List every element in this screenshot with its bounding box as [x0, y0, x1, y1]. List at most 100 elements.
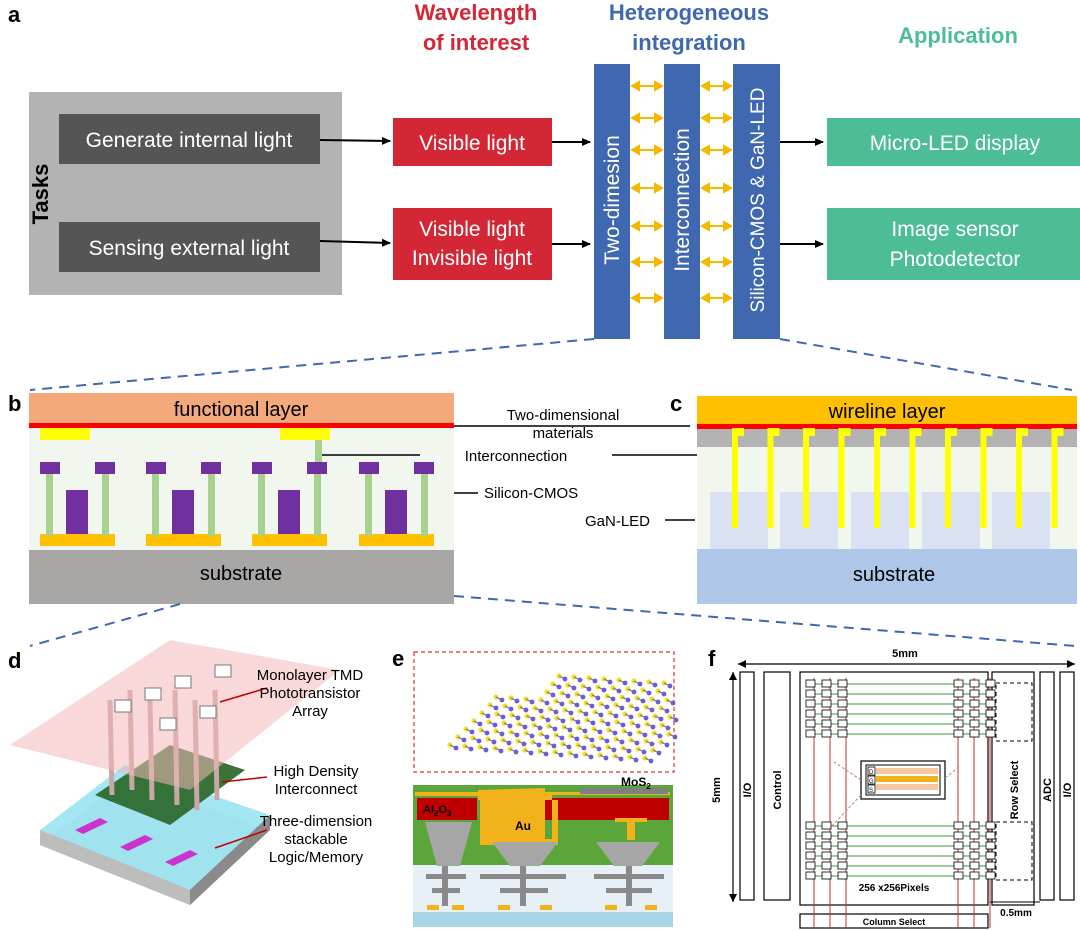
bond — [594, 711, 602, 716]
pixel-cell — [821, 729, 832, 738]
bond — [578, 727, 586, 732]
bond — [609, 712, 617, 717]
cmos-via — [152, 474, 159, 536]
pixel-cell — [837, 679, 848, 688]
bidir-arrow-head — [654, 182, 665, 194]
bond — [533, 724, 541, 729]
pixel-cell — [837, 689, 848, 698]
bidirectional-arrows — [629, 80, 734, 304]
bond — [539, 750, 547, 755]
s-pad — [867, 784, 876, 794]
plug-3 — [596, 842, 660, 866]
pixel-cell — [969, 709, 980, 718]
bond — [548, 725, 556, 730]
pixel-cell — [805, 831, 816, 840]
bidir-arrow-head — [629, 144, 640, 156]
visible-invisible-box — [393, 208, 552, 280]
panel-label-b: b — [8, 391, 21, 416]
bond — [645, 706, 653, 711]
bond — [600, 703, 608, 708]
bond — [540, 733, 548, 738]
inset-leader-2 — [829, 794, 862, 829]
micro-led-text: Micro-LED display — [870, 132, 1041, 155]
dash-b-to-d — [29, 603, 181, 647]
bond — [555, 700, 563, 705]
bond — [633, 680, 641, 685]
bar-si-gan-text: Silicon-CMOS & GaN-LED — [748, 88, 769, 313]
bidir-arrow-head — [654, 256, 665, 268]
cmos-via — [208, 474, 215, 536]
bond — [630, 705, 638, 710]
inset-leader-1 — [833, 761, 862, 781]
micro-led-box — [827, 118, 1080, 166]
pixel-cell — [821, 861, 832, 870]
bond — [449, 744, 457, 749]
bidir-arrow-head — [699, 182, 710, 194]
control-block — [763, 671, 791, 901]
cmos-via — [46, 474, 53, 536]
gan-wire — [803, 428, 815, 528]
task-generate-text: Generate internal light — [86, 129, 293, 152]
bond — [599, 754, 607, 759]
substrate-c-text: substrate — [853, 564, 935, 586]
d-label: D — [869, 770, 874, 776]
visible-light-box — [393, 118, 552, 166]
pixel-cell — [805, 699, 816, 708]
pixel-cell — [985, 729, 996, 738]
pixel-cell — [985, 831, 996, 840]
cmos-contact — [307, 462, 327, 474]
bond — [569, 752, 577, 757]
bond — [532, 741, 540, 746]
bond — [657, 690, 665, 695]
s-label: S — [869, 788, 873, 794]
dash-b-to-f — [453, 595, 1076, 647]
pixel-cell — [805, 821, 816, 830]
io-left-block — [739, 671, 755, 901]
bond — [503, 722, 511, 727]
bond — [562, 743, 570, 748]
dash-right — [779, 338, 1073, 391]
bidir-arrow-head — [723, 112, 734, 124]
panel-e: e Al2O3 — [392, 646, 679, 927]
pixel-cell — [985, 841, 996, 850]
bond — [666, 699, 674, 704]
pixel-cell — [985, 709, 996, 718]
bond — [607, 746, 615, 751]
wireline-layer — [697, 396, 1077, 424]
plug-1 — [425, 822, 472, 866]
bond — [561, 692, 569, 697]
pixel-cell — [969, 729, 980, 738]
bond — [554, 751, 562, 756]
cmos-gate — [278, 490, 300, 534]
bond — [570, 735, 578, 740]
pixel-cell — [821, 719, 832, 728]
lower-metal — [426, 866, 664, 906]
bond — [653, 732, 661, 737]
dim-width-arrow-r — [1067, 660, 1075, 668]
io-right-block — [1059, 671, 1075, 901]
pixel-cell — [837, 851, 848, 860]
bond — [651, 698, 659, 703]
gan-wire — [874, 428, 886, 528]
panel-d: d — [8, 640, 372, 905]
pixel-cell — [969, 871, 980, 880]
bond — [585, 736, 593, 741]
bond — [661, 724, 669, 729]
mos2-lattice — [447, 673, 679, 764]
photodetector-text: Photodetector — [890, 248, 1021, 271]
gan-led-block — [710, 492, 768, 549]
bond — [479, 746, 487, 751]
bond — [636, 697, 644, 702]
bond — [642, 689, 650, 694]
cmos-via — [102, 474, 109, 536]
pixel-grid — [805, 678, 996, 928]
bidir-arrow-head — [629, 256, 640, 268]
pixel-cell — [953, 831, 964, 840]
plug-2 — [492, 842, 558, 866]
top-contact — [40, 428, 90, 440]
gan-wire — [838, 428, 851, 528]
bond — [555, 734, 563, 739]
header-application: Application — [898, 23, 1018, 48]
interconnect-text-1: High Density — [273, 763, 359, 780]
bond — [487, 738, 495, 743]
